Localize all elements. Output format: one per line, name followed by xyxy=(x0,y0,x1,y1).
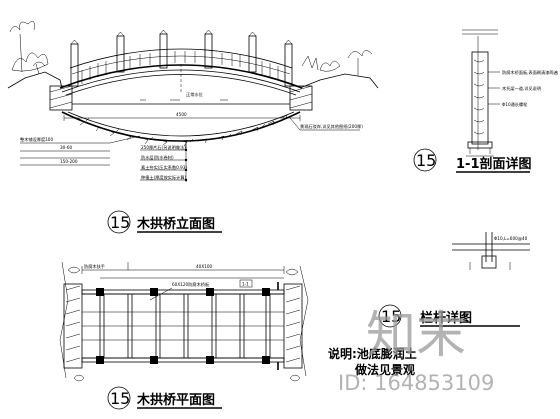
callout-3: 素土夯实(压实系数0.93) xyxy=(141,164,187,171)
detail-number-circle xyxy=(378,304,402,328)
plan-label-rail: 防腐木扶手 xyxy=(84,263,105,270)
section-number: 15 xyxy=(416,151,436,170)
section-title: 1-1剖面详图 xyxy=(456,156,532,172)
shrub-right xyxy=(301,50,373,76)
section-note-2: 木托梁一道,详见说明 xyxy=(502,85,541,92)
elevation-number-circle xyxy=(107,210,131,234)
callout-2: 防水层(防水卷材) xyxy=(141,154,174,161)
general-notes: 说明:池底膨润土 做法见景观 xyxy=(328,346,417,377)
callout-1: 250厚片石(另说明做法) xyxy=(141,144,186,151)
plan-number-circle xyxy=(107,386,131,410)
shrub-left xyxy=(9,20,49,75)
railing-posts xyxy=(70,29,293,87)
watermark-brand: 知末 xyxy=(366,306,466,364)
plan-label-size: 40X100 xyxy=(196,264,213,269)
layer-note-1: 整木铺设厚度100 xyxy=(20,136,53,143)
bridge-elevation: 4500 正常水位 景观石驳岸,详见其他图纸(200厚) 整木铺设厚度100 3… xyxy=(7,20,379,234)
pond-bottom-hatch xyxy=(77,114,288,147)
detail-title: 栏杆详图 xyxy=(420,310,472,326)
plan-posts xyxy=(96,288,270,364)
center-note: 正常水位 xyxy=(186,91,203,98)
watermark: 知末 ID: 164853109 xyxy=(338,306,494,395)
section-number-circle xyxy=(413,148,437,172)
bank-note: 景观石驳岸,详见其他图纸(200厚) xyxy=(300,123,363,130)
elevation-callouts: 250厚片石(另说明做法) 防水层(防水卷材) 素土夯实(压实系数0.93) 种… xyxy=(140,140,187,182)
watermark-id: ID: 164853109 xyxy=(338,371,494,395)
plan-number: 15 xyxy=(110,389,130,408)
section-note-1: 防腐木桥面板,表面刷清漆两遍 xyxy=(502,69,559,76)
plan-section-cut: 1-1 xyxy=(242,282,249,287)
detail-number: 15 xyxy=(381,307,401,326)
bridge-plan: 防腐木扶手 40X100 60X120防腐木桥板 1-1 15 木拱桥平面图 xyxy=(59,261,309,410)
span-dimension: 4500 xyxy=(176,112,187,117)
detail-note: Φ10,L=600@40 xyxy=(494,236,528,241)
railing-detail: Φ10,L=600@40 15 栏杆详图 xyxy=(378,232,530,328)
layer-note-3: 150-200 xyxy=(60,159,78,164)
notes-line-2: 做法见景观 xyxy=(354,362,415,377)
elevation-title: 木拱桥立面图 xyxy=(136,216,215,232)
layer-note-2: 30-60 xyxy=(60,145,73,150)
plan-label-board: 60X120防腐木桥板 xyxy=(172,281,210,288)
section-1-1: 防腐木桥面板,表面刷清漆两遍 木托梁一道,详见说明 Φ10通长螺栓 15 1-1… xyxy=(413,29,559,173)
deck-planks xyxy=(82,293,284,359)
elevation-number: 15 xyxy=(110,213,130,232)
section-note-3: Φ10通长螺栓 xyxy=(502,101,528,108)
notes-line-1: 说明:池底膨润土 xyxy=(328,346,417,361)
callout-4: 种植土(厚度按实际计算) xyxy=(141,174,187,181)
plan-title: 木拱桥平面图 xyxy=(136,392,215,408)
